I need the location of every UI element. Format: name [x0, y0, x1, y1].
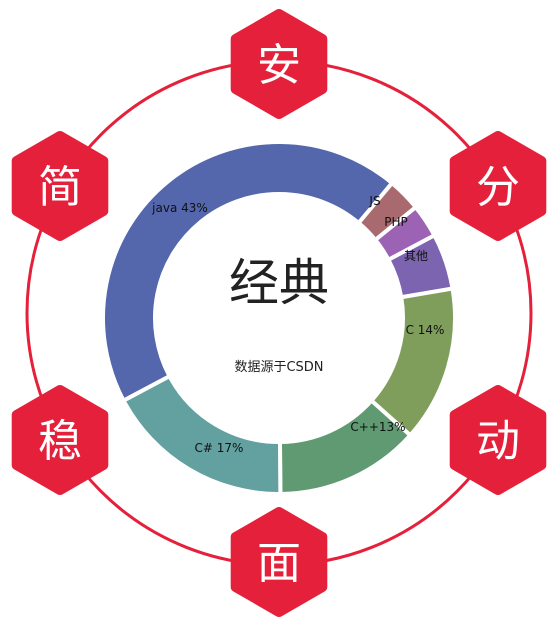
slice-label-php: PHP	[384, 215, 408, 229]
slice-label-js: JS	[368, 194, 380, 208]
center-title: 经典	[229, 254, 329, 312]
hexagon-label-an: 安	[257, 40, 301, 91]
hexagon-shape	[11, 385, 109, 495]
center-subtitle: 数据源于CSDN	[234, 360, 323, 375]
hexagon-label-dong: 动	[476, 416, 520, 467]
slice-label-c: C 14%	[406, 323, 445, 337]
hexagon-label-fen: 分	[476, 162, 520, 213]
hexagon-dong: 动	[449, 385, 547, 495]
hexagon-mian: 面	[230, 507, 328, 617]
hexagon-shape	[11, 131, 109, 241]
hexagon-label-mian: 面	[257, 538, 301, 589]
hexagon-label-wen: 稳	[38, 416, 82, 467]
donut-chart	[101, 140, 457, 497]
hexagon-jian: 简	[11, 131, 109, 241]
hexagon-shape	[230, 507, 328, 617]
donut-slice-cplus	[120, 373, 283, 496]
slice-label-other: 其他	[404, 249, 428, 263]
hexagon-wen: 稳	[11, 385, 109, 495]
hexagon-shape	[449, 385, 547, 495]
slice-label-cpp: C++13%	[350, 420, 405, 434]
hexagon-an: 安	[230, 9, 328, 119]
hexagon-shape	[230, 9, 328, 119]
hexagon-shape	[449, 131, 547, 241]
hexagon-fen: 分	[449, 131, 547, 241]
hexagon-label-jian: 简	[38, 162, 82, 213]
slice-label-java: java 43%	[151, 201, 208, 215]
donut-slice-java	[101, 140, 395, 404]
slice-label-csharp: C# 17%	[195, 441, 244, 455]
